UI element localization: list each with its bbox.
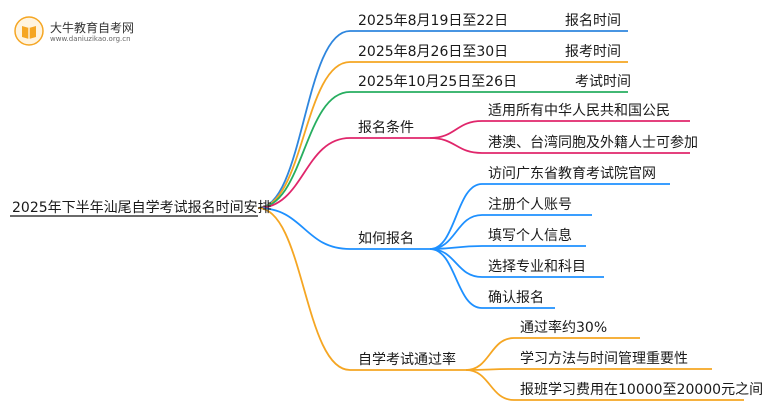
- connector-branch: [257, 207, 351, 250]
- pass-rate-item: 通过率约30%: [520, 320, 608, 336]
- label-exam: 考试时间: [575, 74, 631, 90]
- connector-leaf: [429, 248, 483, 309]
- connector-leaf: [429, 120, 483, 139]
- connector-leaf: [429, 248, 483, 278]
- connector-top: [257, 30, 351, 209]
- connector-top: [257, 91, 351, 209]
- connector-top: [257, 61, 351, 209]
- pass-rate-item: 学习方法与时间管理重要性: [520, 351, 688, 367]
- label-register: 报考时间: [565, 44, 621, 60]
- date-signup: 2025年8月19日至22日: [358, 13, 509, 29]
- logo-title: 大牛教育自考网: [50, 21, 135, 35]
- connector-leaf: [465, 369, 515, 401]
- branch-how-to-register: 如何报名: [358, 231, 414, 247]
- condition-item: 适用所有中华人民共和国公民: [488, 103, 670, 119]
- step-item: 注册个人账号: [488, 197, 572, 213]
- pass-rate-item: 报班学习费用在10000至20000元之间: [520, 382, 763, 398]
- branch-pass-rate: 自学考试通过率: [358, 352, 456, 368]
- logo-url: www.daniuzikao.org.cn: [50, 35, 131, 43]
- connector-branch: [257, 207, 351, 371]
- step-item: 选择专业和科目: [488, 259, 586, 275]
- connector-branch: [257, 137, 351, 209]
- book-logo-icon: [14, 16, 44, 46]
- branch-conditions: 报名条件: [358, 120, 414, 136]
- date-exam: 2025年10月25日至26日: [358, 74, 518, 90]
- connector-leaf: [429, 183, 483, 250]
- label-signup: 报名时间: [565, 13, 621, 29]
- connector-leaf: [429, 214, 483, 250]
- step-item: 确认报名: [488, 290, 544, 306]
- connector-leaf: [429, 137, 483, 154]
- step-item: 访问广东省教育考试院官网: [488, 166, 656, 182]
- site-logo[interactable]: 大牛教育自考网 www.daniuzikao.org.cn: [14, 14, 179, 48]
- connector-leaf: [465, 368, 515, 371]
- step-item: 填写个人信息: [488, 228, 572, 244]
- root-topic: 2025年下半年汕尾自学考试报名时间安排: [12, 200, 272, 216]
- connector-leaf: [465, 337, 515, 371]
- condition-item: 港澳、台湾同胞及外籍人士可参加: [488, 135, 698, 151]
- date-register: 2025年8月26日至30日: [358, 44, 509, 60]
